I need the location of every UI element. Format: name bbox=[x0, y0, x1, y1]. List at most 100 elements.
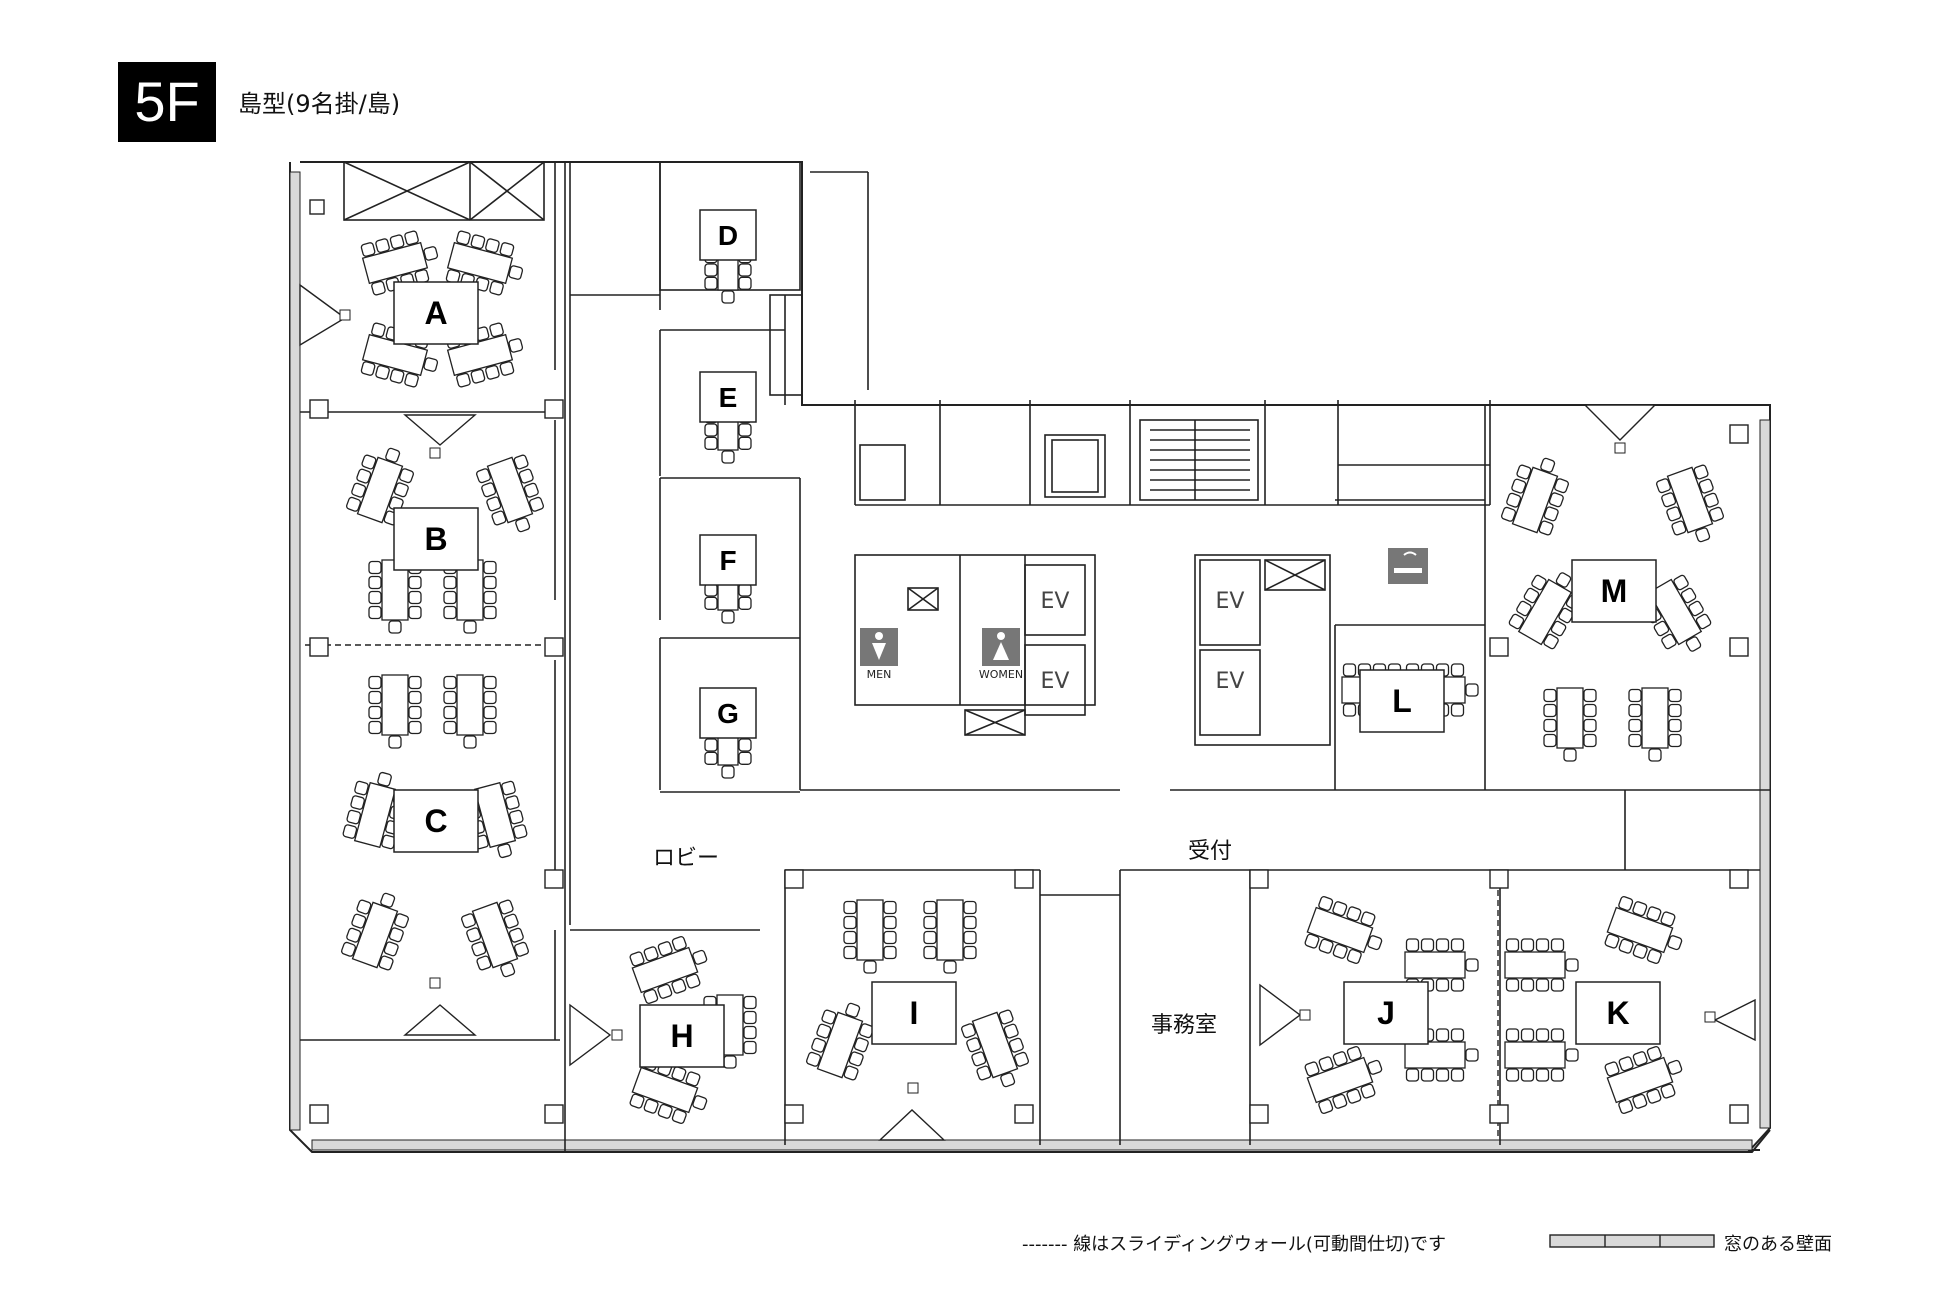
chair bbox=[1516, 464, 1532, 480]
chair bbox=[738, 263, 752, 277]
chair bbox=[743, 1010, 757, 1025]
chair bbox=[1548, 492, 1564, 508]
chair bbox=[643, 1098, 659, 1114]
chair bbox=[1656, 478, 1672, 494]
chair bbox=[483, 675, 497, 690]
chair bbox=[346, 809, 362, 825]
chair bbox=[489, 322, 504, 338]
chair bbox=[470, 368, 486, 384]
room-m: M bbox=[1571, 559, 1657, 623]
chair bbox=[456, 230, 471, 246]
lobby-label: ロビー bbox=[653, 846, 719, 871]
chair bbox=[671, 1066, 687, 1082]
chair bbox=[1618, 1056, 1634, 1072]
chair bbox=[1318, 1056, 1334, 1072]
room-j: J bbox=[1343, 981, 1429, 1045]
chair bbox=[704, 583, 718, 597]
chair bbox=[485, 365, 500, 380]
chair bbox=[378, 955, 394, 971]
chair bbox=[368, 690, 382, 705]
chair bbox=[1583, 688, 1597, 703]
chair bbox=[505, 795, 520, 810]
chair bbox=[1693, 464, 1709, 480]
chair bbox=[375, 238, 390, 253]
chair bbox=[692, 949, 708, 965]
interior-walls bbox=[300, 161, 1770, 1152]
chair bbox=[629, 1093, 645, 1109]
chair bbox=[1450, 1068, 1465, 1082]
chair bbox=[738, 738, 752, 752]
chair bbox=[1332, 1051, 1348, 1067]
chair bbox=[513, 941, 529, 957]
chair bbox=[1628, 718, 1642, 733]
chair bbox=[657, 941, 673, 957]
chair bbox=[1632, 1093, 1648, 1109]
chair bbox=[483, 605, 497, 620]
chair bbox=[423, 246, 439, 261]
chair bbox=[1332, 943, 1348, 959]
sliding-wall-legend: ------- 線はスライディングウォール(可動間仕切)です bbox=[1022, 1234, 1446, 1255]
elevator-label-1: EV bbox=[1041, 589, 1070, 614]
chair bbox=[1405, 938, 1420, 952]
room-label-k: K bbox=[1606, 995, 1629, 1031]
chair bbox=[1583, 703, 1597, 718]
chair bbox=[508, 338, 524, 353]
chair bbox=[1628, 733, 1642, 748]
chair bbox=[843, 915, 857, 930]
chair bbox=[1465, 683, 1479, 697]
chair bbox=[963, 900, 977, 915]
chair bbox=[1465, 1048, 1479, 1062]
chair bbox=[368, 560, 382, 575]
chair bbox=[491, 510, 507, 526]
chair bbox=[1506, 492, 1522, 508]
chair bbox=[721, 450, 735, 464]
chair bbox=[821, 1009, 837, 1025]
chair bbox=[1671, 520, 1687, 536]
chair bbox=[1583, 718, 1597, 733]
chair bbox=[1013, 1051, 1029, 1067]
chair bbox=[843, 930, 857, 945]
reception-label: 受付 bbox=[1188, 839, 1232, 864]
chair bbox=[998, 1009, 1014, 1025]
island-table bbox=[843, 899, 897, 974]
chair bbox=[1550, 1028, 1565, 1042]
chair bbox=[360, 361, 376, 376]
projector-icon bbox=[339, 309, 1716, 1094]
chair bbox=[1543, 688, 1557, 703]
chair bbox=[704, 423, 718, 437]
chair bbox=[443, 720, 457, 735]
outer-walls bbox=[289, 161, 1771, 1153]
chair bbox=[483, 720, 497, 735]
chair bbox=[1535, 978, 1550, 992]
chair bbox=[356, 899, 372, 915]
chair bbox=[963, 930, 977, 945]
screens bbox=[299, 283, 1756, 1141]
chair bbox=[1646, 948, 1662, 964]
chair bbox=[380, 892, 396, 908]
chair bbox=[1508, 613, 1525, 630]
chair bbox=[671, 936, 687, 952]
chair bbox=[816, 1023, 832, 1039]
chair bbox=[657, 1103, 673, 1119]
chair bbox=[743, 1025, 757, 1040]
chair bbox=[883, 945, 897, 960]
chair bbox=[657, 983, 673, 999]
chair bbox=[463, 620, 477, 634]
chair bbox=[1342, 663, 1357, 677]
chair bbox=[443, 675, 457, 690]
chair bbox=[388, 620, 402, 634]
chair bbox=[1523, 587, 1540, 604]
chair bbox=[408, 675, 422, 690]
chair bbox=[1698, 478, 1714, 494]
chair bbox=[692, 1095, 708, 1111]
chair bbox=[346, 927, 362, 943]
chair bbox=[398, 468, 414, 484]
chair bbox=[1628, 688, 1642, 703]
women-label: WOMEN bbox=[979, 668, 1023, 681]
island-table bbox=[1304, 896, 1383, 964]
chair bbox=[671, 978, 687, 994]
furniture bbox=[341, 230, 1724, 1124]
chair bbox=[1666, 506, 1682, 522]
chair bbox=[1450, 1028, 1465, 1042]
chair bbox=[961, 1023, 977, 1039]
